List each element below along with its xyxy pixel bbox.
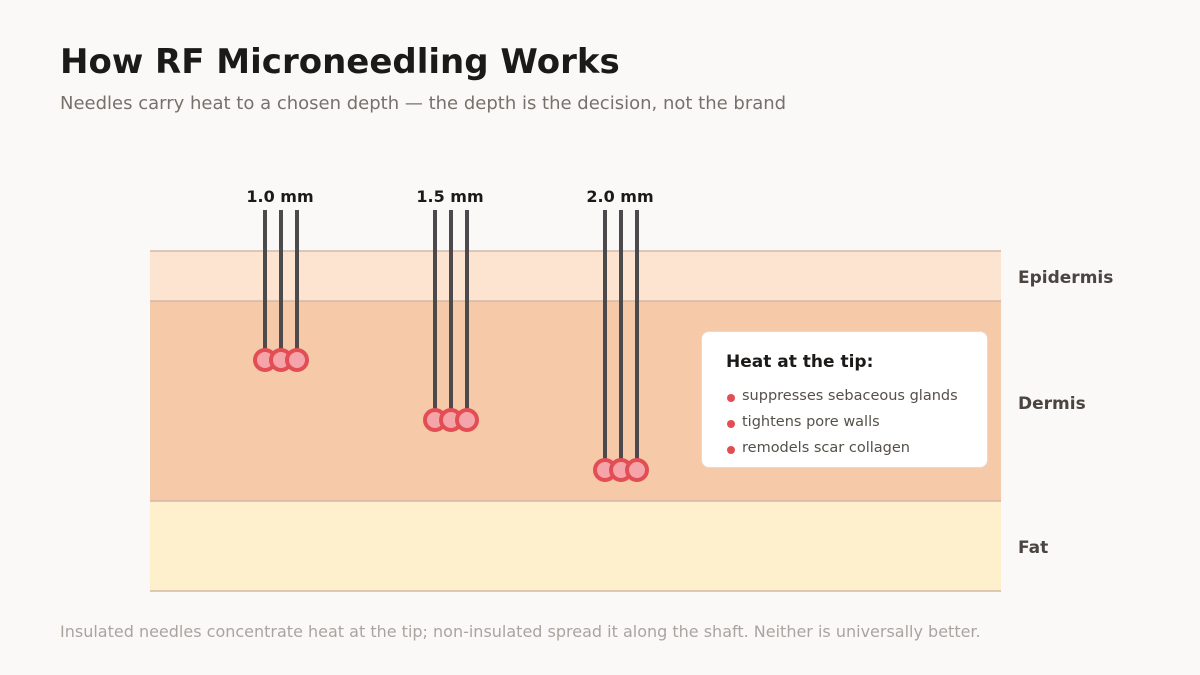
heat-tip (455, 408, 479, 432)
list-item-text: suppresses sebaceous glands (742, 388, 958, 404)
callout-title: Heat at the tip: (726, 352, 874, 372)
diagram-title: How RF Microneedling Works (60, 42, 620, 82)
needle-group-1mm: 1.0 mm (246, 187, 314, 372)
needle-group-2mm: 2.0 mm (586, 187, 654, 482)
layer-label-dermis: Dermis (1018, 394, 1086, 414)
list-item: remodels scar collagen (726, 440, 958, 466)
bullet-dot-icon (727, 394, 735, 402)
bullet-dot-icon (727, 420, 735, 428)
layer-fat (150, 501, 1001, 591)
heat-tip (285, 348, 309, 372)
heat-tip (625, 458, 649, 482)
callout-list: suppresses sebaceous glands tightens por… (726, 388, 958, 466)
layer-label-fat: Fat (1018, 538, 1048, 558)
layer-borders (150, 250, 1001, 592)
list-item: suppresses sebaceous glands (726, 388, 958, 414)
footnote: Insulated needles concentrate heat at th… (60, 622, 981, 641)
list-item-text: tightens pore walls (742, 414, 880, 430)
bullet-dot-icon (727, 446, 735, 454)
layer-label-epidermis: Epidermis (1018, 268, 1113, 288)
list-item-text: remodels scar collagen (742, 440, 910, 456)
depth-label-1-5mm: 1.5 mm (416, 187, 483, 206)
needle-group-1-5mm: 1.5 mm (416, 187, 484, 432)
depth-label-1mm: 1.0 mm (246, 187, 313, 206)
layer-epidermis (150, 251, 1001, 301)
heat-effects-callout: Heat at the tip: suppresses sebaceous gl… (701, 331, 988, 468)
list-item: tightens pore walls (726, 414, 958, 440)
diagram-subtitle: Needles carry heat to a chosen depth — t… (60, 93, 787, 114)
depth-label-2mm: 2.0 mm (586, 187, 653, 206)
